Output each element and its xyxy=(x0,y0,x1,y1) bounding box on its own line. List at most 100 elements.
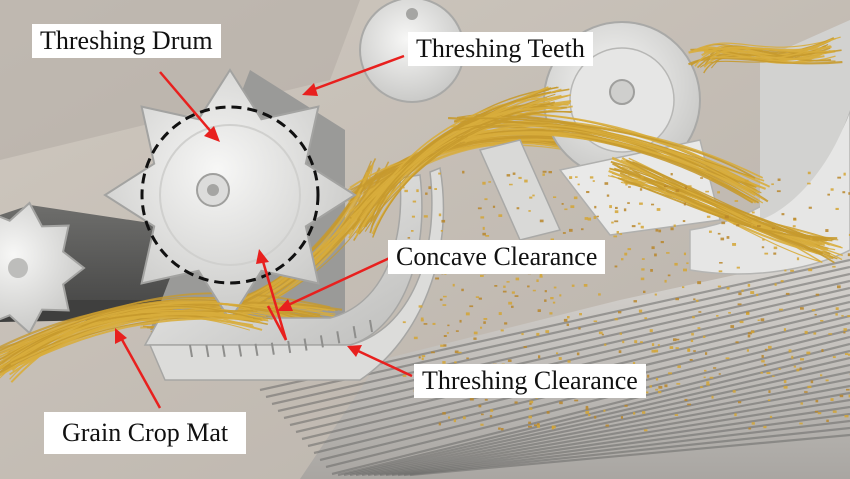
grain-particle xyxy=(593,216,597,219)
grain-particle xyxy=(774,283,777,286)
grain-particle xyxy=(420,317,424,320)
grain-particle xyxy=(814,410,819,413)
grain-particle xyxy=(583,284,588,287)
sieve-slat xyxy=(289,293,850,427)
grain-particle xyxy=(778,368,781,370)
grain-particle xyxy=(574,399,579,402)
label-threshing-clearance: Threshing Clearance xyxy=(414,364,646,398)
grain-particle xyxy=(763,425,767,429)
grain-particle xyxy=(718,373,721,375)
grain-particle xyxy=(640,277,645,281)
grain-particle xyxy=(529,400,534,404)
grain-particle xyxy=(757,319,760,322)
grain-particle xyxy=(484,398,488,401)
chute-upper-wall xyxy=(760,20,850,220)
sieve-slat xyxy=(379,398,850,477)
grain-particle xyxy=(465,312,470,316)
grain-particle xyxy=(713,367,717,369)
grate-bar xyxy=(319,335,324,348)
straw-strand xyxy=(460,131,760,194)
grain-particle xyxy=(611,221,614,224)
grain-particle xyxy=(601,333,604,336)
grain-particle xyxy=(705,352,708,355)
grain-particle xyxy=(697,281,702,285)
grain-particle xyxy=(808,206,812,209)
concave-grate-bars xyxy=(189,319,373,358)
grain-particle xyxy=(644,317,648,320)
grain-particle xyxy=(764,348,768,351)
grain-particle xyxy=(507,359,512,362)
grain-particle xyxy=(657,344,660,347)
grain-particle xyxy=(748,427,752,430)
grain-particle xyxy=(799,422,803,425)
grain-particle xyxy=(735,341,739,344)
grain-particle xyxy=(469,398,474,401)
grain-particle xyxy=(462,170,465,174)
grain-particle xyxy=(534,424,538,427)
grain-particle xyxy=(751,422,755,425)
grain-particle xyxy=(846,388,850,391)
grain-particle xyxy=(706,383,710,386)
grain-particle xyxy=(736,224,740,227)
grain-particle xyxy=(631,225,636,228)
grain-particle xyxy=(700,177,704,179)
grate-bar xyxy=(205,344,210,358)
grain-particle xyxy=(553,286,557,289)
grain-particle xyxy=(847,315,850,318)
grain-particle xyxy=(717,232,721,235)
grain-particle xyxy=(418,305,423,308)
grain-particle xyxy=(844,415,849,418)
grain-particle xyxy=(644,429,648,432)
grain-particle xyxy=(711,395,714,399)
grain-particle xyxy=(750,331,755,334)
grain-particle xyxy=(771,183,774,186)
grain-particle xyxy=(668,372,673,375)
grain-particle xyxy=(663,185,668,188)
grain-particle xyxy=(800,402,804,405)
grain-particle xyxy=(425,192,428,195)
grain-particle xyxy=(447,324,450,327)
grain-particle xyxy=(438,213,442,217)
grain-particle xyxy=(585,407,589,410)
grain-particle xyxy=(841,315,844,317)
falling-grain-particles xyxy=(401,170,850,432)
grain-particle xyxy=(667,180,670,183)
grain-particle xyxy=(401,186,405,189)
grain-particle xyxy=(614,220,619,223)
grain-particle xyxy=(832,356,836,359)
grain-particle xyxy=(815,399,819,403)
grain-particle xyxy=(434,188,437,190)
grain-particle xyxy=(498,214,503,217)
straw-strand xyxy=(9,311,261,376)
grain-particle xyxy=(813,332,817,335)
straw-strand xyxy=(372,110,572,238)
grain-particle xyxy=(585,405,589,408)
arrow-concave-clearance-b xyxy=(256,249,288,341)
sprocket-plate xyxy=(0,201,86,335)
grain-particle xyxy=(796,257,800,261)
straw-strand xyxy=(10,302,271,362)
grain-particle xyxy=(539,273,543,277)
grain-particle xyxy=(443,344,447,347)
sieve-slat xyxy=(283,286,850,420)
grain-particle xyxy=(576,352,580,356)
grain-particle xyxy=(481,413,484,416)
grain-particle xyxy=(690,339,694,343)
grain-particle xyxy=(527,285,530,288)
grain-particle xyxy=(726,287,730,290)
grain-particle xyxy=(498,427,501,430)
grain-particle xyxy=(604,182,609,185)
grain-particle xyxy=(596,215,599,218)
grain-particle xyxy=(734,200,739,202)
grain-particle xyxy=(413,336,418,340)
grain-particle xyxy=(784,269,787,272)
arrow-grain-crop-mat xyxy=(115,328,162,409)
grain-particle xyxy=(843,331,846,334)
grain-particle xyxy=(438,422,441,426)
grate-bar xyxy=(189,344,193,358)
grain-particle xyxy=(837,176,842,179)
grain-particle xyxy=(673,224,676,227)
grain-particle xyxy=(581,228,584,231)
sieve-slat xyxy=(349,363,850,477)
grain-particle xyxy=(598,331,603,335)
